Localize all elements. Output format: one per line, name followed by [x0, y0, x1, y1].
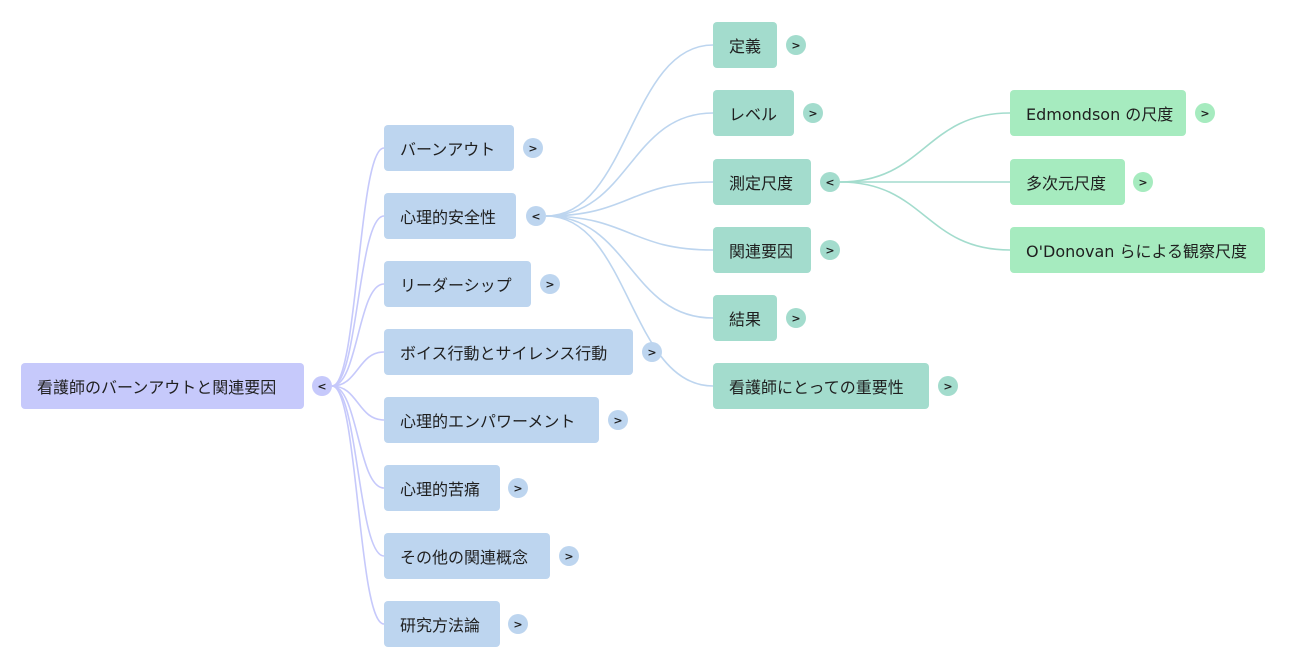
topic-node-outcomes[interactable]: 結果	[713, 295, 777, 341]
topic-node-label: 結果	[729, 310, 762, 329]
expand-toggle-importance-for-nurses[interactable]: >	[938, 376, 958, 396]
leaf-node-edmondson-scale[interactable]: Edmondson の尺度	[1010, 90, 1186, 136]
branch-node-label: 心理的苦痛	[400, 480, 481, 499]
branch-node-label: バーンアウト	[400, 140, 496, 159]
expand-toggle-psych-distress[interactable]: >	[508, 478, 528, 498]
branch-node-label: 心理的エンパワーメント	[400, 412, 576, 431]
expand-toggle-voice-silence[interactable]: >	[642, 342, 662, 362]
connector-line	[839, 181, 1011, 251]
topic-node-definition[interactable]: 定義	[713, 22, 777, 68]
branch-node-psych-safety[interactable]: 心理的安全性	[384, 193, 516, 239]
connector-line	[331, 351, 385, 387]
connector-line	[545, 215, 714, 251]
topic-node-label: 看護師にとっての重要性	[729, 378, 904, 397]
connector-line	[331, 147, 385, 387]
collapse-toggle-psych-safety[interactable]: <	[526, 206, 546, 226]
branch-node-burnout[interactable]: バーンアウト	[384, 125, 514, 171]
topic-node-related-factors[interactable]: 関連要因	[713, 227, 811, 273]
expand-toggle-outcomes[interactable]: >	[786, 308, 806, 328]
connector-line	[545, 112, 714, 217]
expand-toggle-multidimensional-scale[interactable]: >	[1133, 172, 1153, 192]
topic-node-label: レベル	[729, 105, 778, 124]
expand-toggle-related-factors[interactable]: >	[820, 240, 840, 260]
connector-line	[331, 385, 385, 421]
branch-node-empowerment[interactable]: 心理的エンパワーメント	[384, 397, 599, 443]
branch-node-label: 研究方法論	[400, 616, 481, 635]
leaf-node-label: O'Donovan らによる観察尺度	[1026, 242, 1248, 261]
connector-line	[331, 215, 385, 387]
leaf-node-multidimensional-scale[interactable]: 多次元尺度	[1010, 159, 1125, 205]
branch-node-voice-silence[interactable]: ボイス行動とサイレンス行動	[384, 329, 633, 375]
connector-line	[839, 112, 1011, 183]
branch-node-leadership[interactable]: リーダーシップ	[384, 261, 531, 307]
expand-toggle-empowerment[interactable]: >	[608, 410, 628, 430]
expand-toggle-burnout[interactable]: >	[523, 138, 543, 158]
root-node[interactable]: 看護師のバーンアウトと関連要因	[21, 363, 304, 409]
expand-toggle-leadership[interactable]: >	[540, 274, 560, 294]
branch-node-other-concepts[interactable]: その他の関連概念	[384, 533, 550, 579]
connector-line	[331, 283, 385, 387]
topic-node-label: 定義	[729, 37, 762, 56]
connector-line	[331, 385, 385, 557]
leaf-node-odonovan-scale[interactable]: O'Donovan らによる観察尺度	[1010, 227, 1265, 273]
root-node-label: 看護師のバーンアウトと関連要因	[37, 378, 277, 397]
connector-line	[331, 385, 385, 489]
expand-toggle-other-concepts[interactable]: >	[559, 546, 579, 566]
topic-node-measurement-scale[interactable]: 測定尺度	[713, 159, 811, 205]
topic-node-label: 関連要因	[729, 242, 794, 261]
collapse-toggle-measurement-scale[interactable]: <	[820, 172, 840, 192]
expand-toggle-edmondson-scale[interactable]: >	[1195, 103, 1215, 123]
leaf-node-label: 多次元尺度	[1026, 174, 1107, 193]
topic-node-label: 測定尺度	[729, 174, 794, 193]
topic-node-level[interactable]: レベル	[713, 90, 794, 136]
expand-toggle-level[interactable]: >	[803, 103, 823, 123]
leaf-node-label: Edmondson の尺度	[1026, 105, 1174, 124]
branch-node-label: その他の関連概念	[400, 548, 529, 567]
branch-node-label: 心理的安全性	[400, 208, 497, 227]
connector-line	[545, 215, 714, 387]
branch-node-label: リーダーシップ	[400, 276, 512, 295]
branch-node-label: ボイス行動とサイレンス行動	[400, 344, 608, 363]
connector-line	[545, 44, 714, 217]
expand-toggle-definition[interactable]: >	[786, 35, 806, 55]
branch-node-methodology[interactable]: 研究方法論	[384, 601, 500, 647]
branch-node-psych-distress[interactable]: 心理的苦痛	[384, 465, 500, 511]
root-collapse-toggle[interactable]: <	[312, 376, 332, 396]
expand-toggle-methodology[interactable]: >	[508, 614, 528, 634]
connector-line	[331, 385, 385, 625]
connector-line	[545, 215, 714, 319]
connector-line	[545, 181, 714, 217]
topic-node-importance-for-nurses[interactable]: 看護師にとっての重要性	[713, 363, 929, 409]
